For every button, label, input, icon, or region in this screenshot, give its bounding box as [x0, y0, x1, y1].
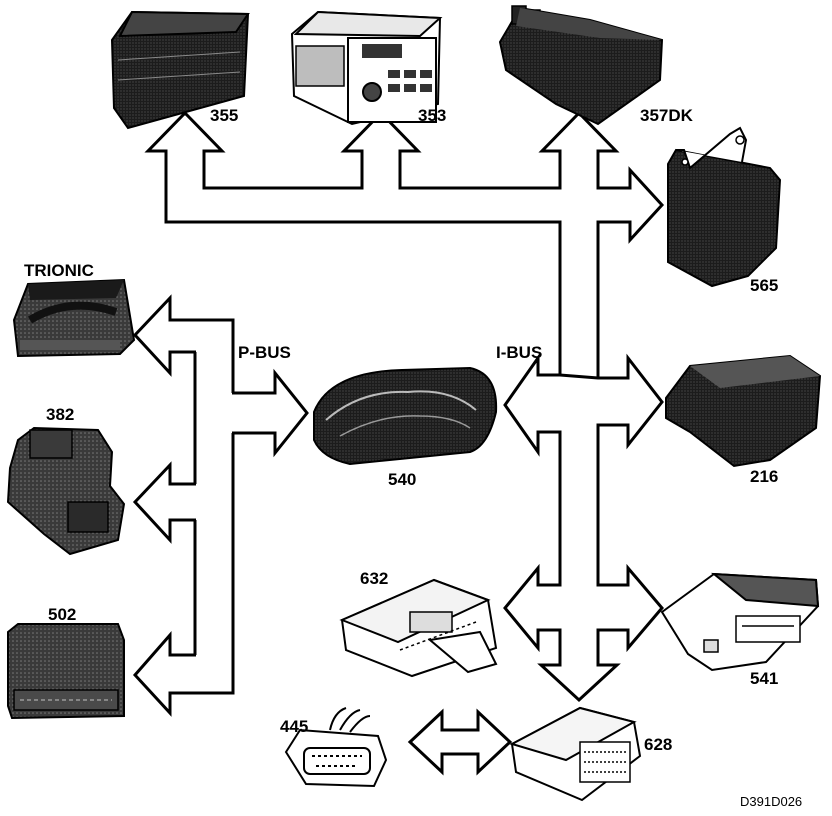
module-632-unit: [339, 578, 498, 678]
module-502-label: 502: [48, 605, 76, 624]
i-bus-upper-branch-arrow: [144, 110, 665, 382]
module-565-label: 565: [750, 276, 778, 295]
module-541-label: 541: [750, 669, 778, 688]
p-bus-label: P-BUS: [238, 343, 291, 362]
module-216-label: 216: [750, 467, 778, 486]
module-357dk-label: 357DK: [640, 106, 694, 125]
module-353-label: 353: [418, 106, 446, 125]
diagnostic-link-arrow: [407, 708, 513, 776]
module-632-label: 632: [360, 569, 388, 588]
module-216-unit: [665, 354, 822, 468]
module-502-unit: [7, 623, 125, 720]
module-540-label: 540: [388, 470, 416, 489]
module-355-label: 355: [210, 106, 238, 125]
module-355-unit: [110, 10, 250, 130]
module-565-unit: [667, 126, 782, 288]
module-trionic-ecu: [12, 278, 136, 358]
drawing-code: D391D026: [740, 794, 802, 809]
module-540-instrument-cluster: [313, 366, 498, 466]
module-541-unit: [660, 572, 820, 672]
module-628-label: 628: [644, 735, 672, 754]
module-628-unit: [509, 706, 642, 802]
module-382-unit: [6, 426, 126, 556]
i-bus-trunk-arrow: [503, 353, 664, 703]
module-382-label: 382: [46, 405, 74, 424]
module-357dk-unit: [498, 5, 664, 126]
module-trionic-label: TRIONIC: [24, 261, 94, 280]
module-445-connector: [284, 707, 388, 788]
module-353-radio: [290, 10, 443, 126]
i-bus-label: I-BUS: [496, 343, 542, 362]
module-445-label: 445: [280, 717, 308, 736]
